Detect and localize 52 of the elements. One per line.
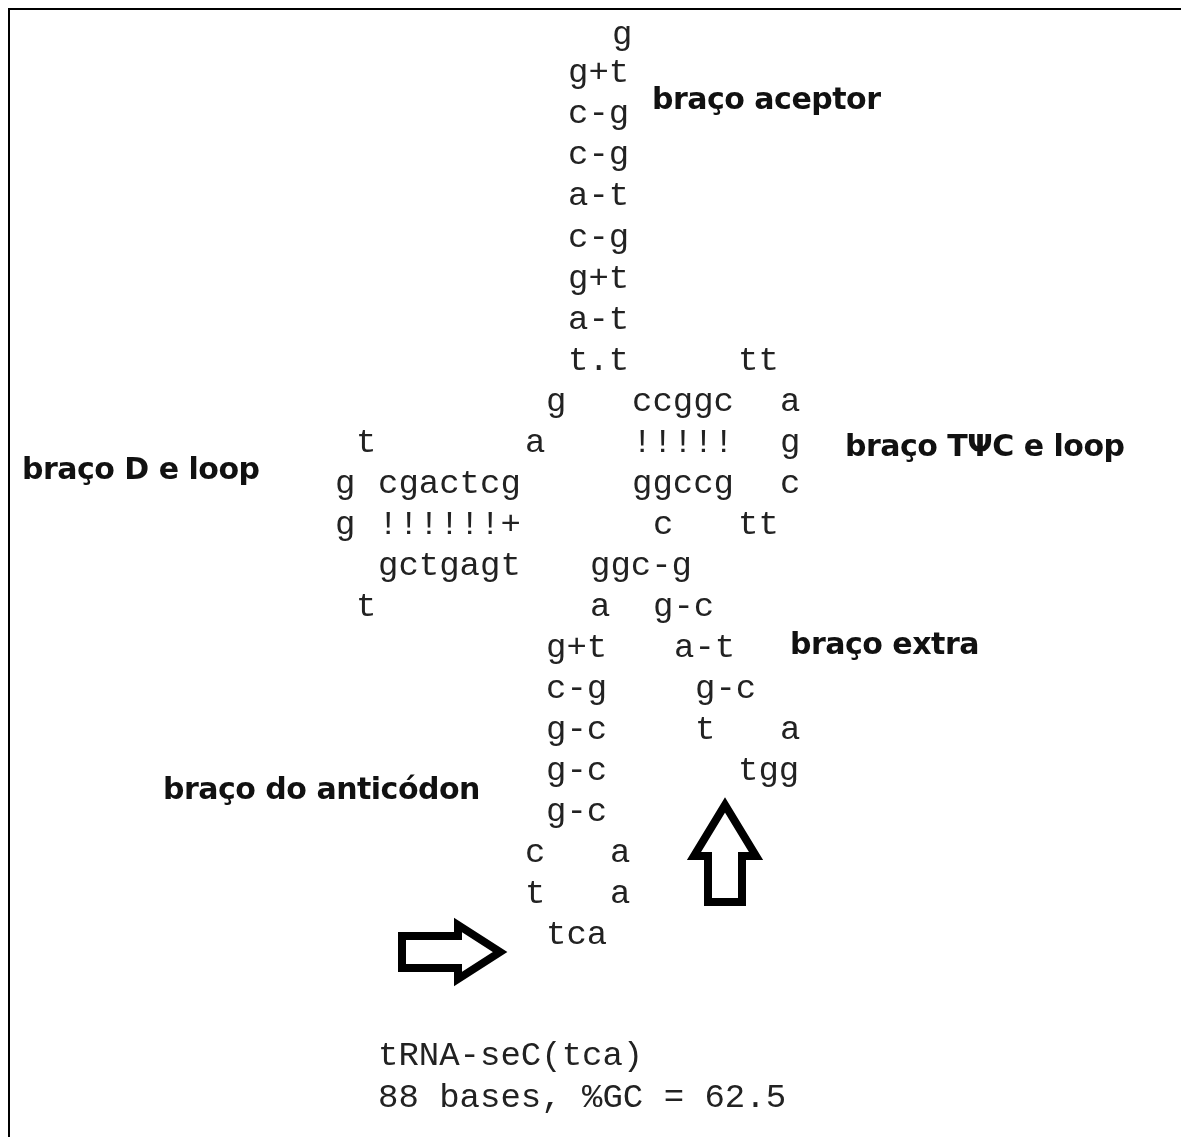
sequence-text: tca <box>546 918 608 952</box>
sequence-text: c-g <box>568 138 630 172</box>
region-label: braço aceptor <box>652 84 881 114</box>
sequence-text: g+t <box>546 631 608 665</box>
sequence-text: a-t <box>674 631 736 665</box>
sequence-text: t <box>356 590 377 624</box>
sequence-text: t <box>525 877 546 911</box>
sequence-text: a <box>525 426 546 460</box>
sequence-text: g-c <box>546 754 608 788</box>
sequence-text: c <box>525 836 546 870</box>
sequence-text: c-g <box>568 221 630 255</box>
sequence-text: g <box>335 508 356 542</box>
sequence-text: g <box>335 467 356 501</box>
sequence-text: ggccg <box>632 467 735 501</box>
sequence-text: g <box>546 385 567 419</box>
sequence-text: a-t <box>568 303 630 337</box>
sequence-text: t.t <box>568 344 630 378</box>
sequence-text: a <box>590 590 611 624</box>
sequence-text: cgactcg <box>378 467 521 501</box>
sequence-text: tgg <box>738 754 800 788</box>
sequence-text: !!!!!!+ <box>378 508 521 542</box>
sequence-text: a <box>780 385 801 419</box>
sequence-text: g-c <box>546 713 608 747</box>
sequence-text: c-g <box>568 97 630 131</box>
sequence-info: 88 bases, %GC = 62.5 <box>378 1081 787 1115</box>
sequence-text: c <box>780 467 801 501</box>
sequence-text: ggc-g <box>590 549 693 583</box>
region-label: braço TΨC e loop <box>845 431 1125 461</box>
sequence-text: a-t <box>568 179 630 213</box>
region-label: braço extra <box>790 629 979 659</box>
sequence-text: gctgagt <box>378 549 521 583</box>
sequence-text: ccggc <box>632 385 735 419</box>
region-label: braço D e loop <box>22 454 260 484</box>
sequence-text: t <box>356 426 377 460</box>
sequence-text: g+t <box>568 56 630 90</box>
sequence-text: g-c <box>695 672 757 706</box>
sequence-text: g <box>612 18 633 52</box>
sequence-info: tRNA-seC(tca) <box>378 1039 644 1073</box>
sequence-text: tt <box>738 508 779 542</box>
sequence-text: g+t <box>568 262 630 296</box>
sequence-text: t <box>695 713 716 747</box>
sequence-text: a <box>610 877 631 911</box>
sequence-text: g-c <box>546 795 608 829</box>
sequence-text: g-c <box>653 590 715 624</box>
sequence-text: c-g <box>546 672 608 706</box>
sequence-text: !!!!! <box>632 426 735 460</box>
sequence-text: g <box>780 426 801 460</box>
sequence-text: a <box>780 713 801 747</box>
sequence-text: c <box>653 508 674 542</box>
sequence-text: tt <box>738 344 779 378</box>
region-label: braço do anticódon <box>163 774 480 804</box>
sequence-text: a <box>610 836 631 870</box>
